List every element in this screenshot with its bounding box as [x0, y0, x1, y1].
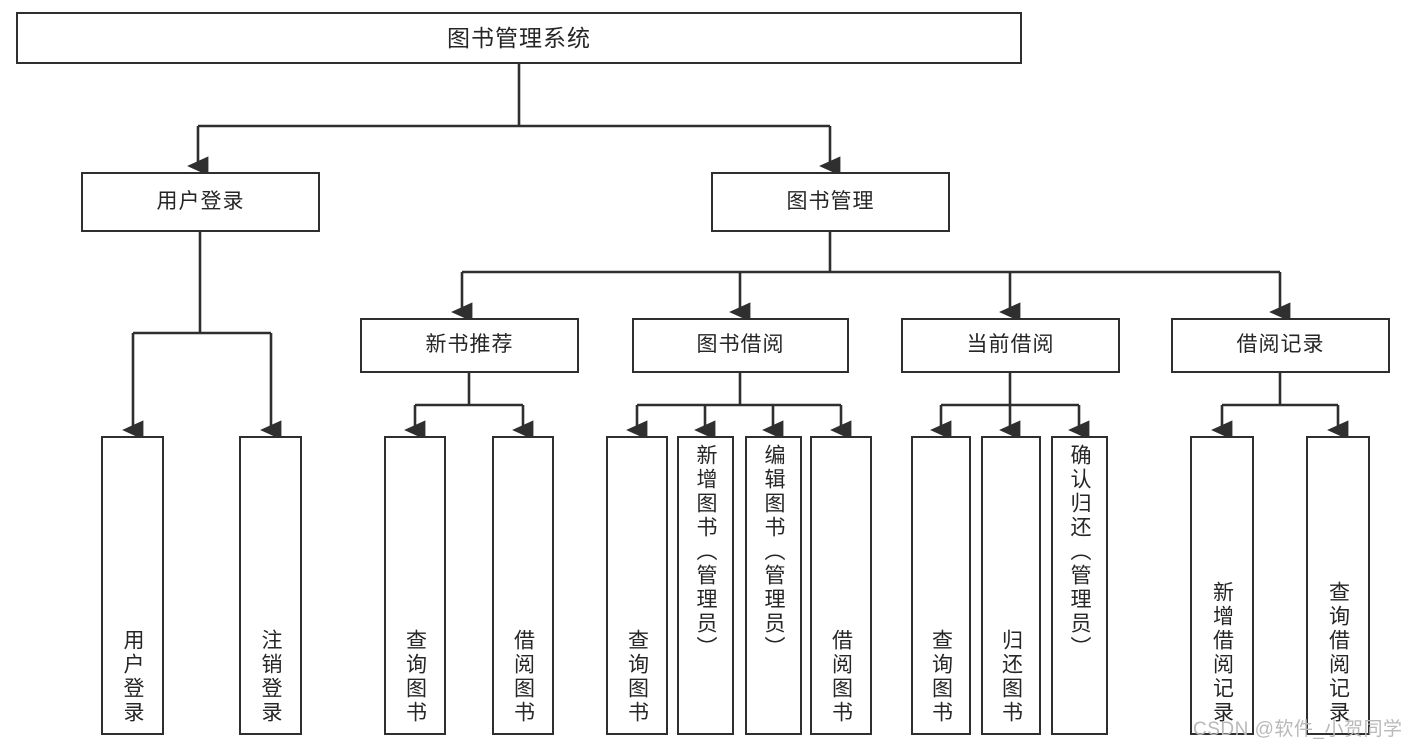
node-label: 查询图书	[403, 629, 427, 725]
leaf-borrow-add-book-admin[interactable]: 新增图书（管理员）	[677, 436, 734, 735]
leaf-recommend-borrow-book[interactable]: 借阅图书	[492, 436, 554, 735]
leaf-current-query-book[interactable]: 查询图书	[911, 436, 971, 735]
node-label: 图书管理系统	[447, 24, 591, 51]
node-current-borrow[interactable]: 当前借阅	[901, 318, 1120, 373]
node-label: 确认归还（管理员）	[1068, 444, 1091, 660]
leaf-user-login-signout[interactable]: 注销登录	[239, 436, 302, 735]
node-user-login[interactable]: 用户登录	[81, 172, 320, 232]
leaf-borrow-borrow-book[interactable]: 借阅图书	[810, 436, 872, 735]
node-borrow-record[interactable]: 借阅记录	[1171, 318, 1390, 373]
node-label: 借阅记录	[1236, 333, 1325, 357]
node-label: 图书借阅	[696, 333, 785, 357]
node-label: 查询借阅记录	[1326, 581, 1350, 725]
leaf-record-add-record[interactable]: 新增借阅记录	[1190, 436, 1254, 735]
node-label: 新增图书（管理员）	[694, 444, 717, 660]
node-book-management[interactable]: 图书管理	[711, 172, 950, 232]
leaf-current-return-book[interactable]: 归还图书	[981, 436, 1041, 735]
node-label: 查询图书	[625, 629, 649, 725]
leaf-borrow-query-book[interactable]: 查询图书	[606, 436, 668, 735]
node-label: 图书管理	[786, 189, 875, 213]
node-label: 查询图书	[929, 629, 953, 725]
leaf-record-query-record[interactable]: 查询借阅记录	[1306, 436, 1370, 735]
leaf-borrow-edit-book-admin[interactable]: 编辑图书（管理员）	[745, 436, 802, 735]
node-label: 用户登录	[156, 189, 245, 213]
node-label: 编辑图书（管理员）	[762, 444, 785, 660]
leaf-recommend-query-book[interactable]: 查询图书	[384, 436, 446, 735]
node-label: 新增借阅记录	[1210, 581, 1234, 725]
node-root-system[interactable]: 图书管理系统	[16, 12, 1022, 64]
node-new-book-recommend[interactable]: 新书推荐	[360, 318, 579, 373]
node-label: 借阅图书	[511, 629, 535, 725]
node-label: 新书推荐	[425, 333, 514, 357]
node-label: 用户登录	[121, 629, 144, 725]
node-label: 借阅图书	[829, 629, 853, 725]
node-book-borrow[interactable]: 图书借阅	[632, 318, 849, 373]
node-label: 归还图书	[999, 629, 1023, 725]
node-label: 注销登录	[259, 629, 282, 725]
node-label: 当前借阅	[966, 333, 1055, 357]
leaf-user-login-signin[interactable]: 用户登录	[101, 436, 164, 735]
leaf-current-confirm-return-admin[interactable]: 确认归还（管理员）	[1051, 436, 1108, 735]
